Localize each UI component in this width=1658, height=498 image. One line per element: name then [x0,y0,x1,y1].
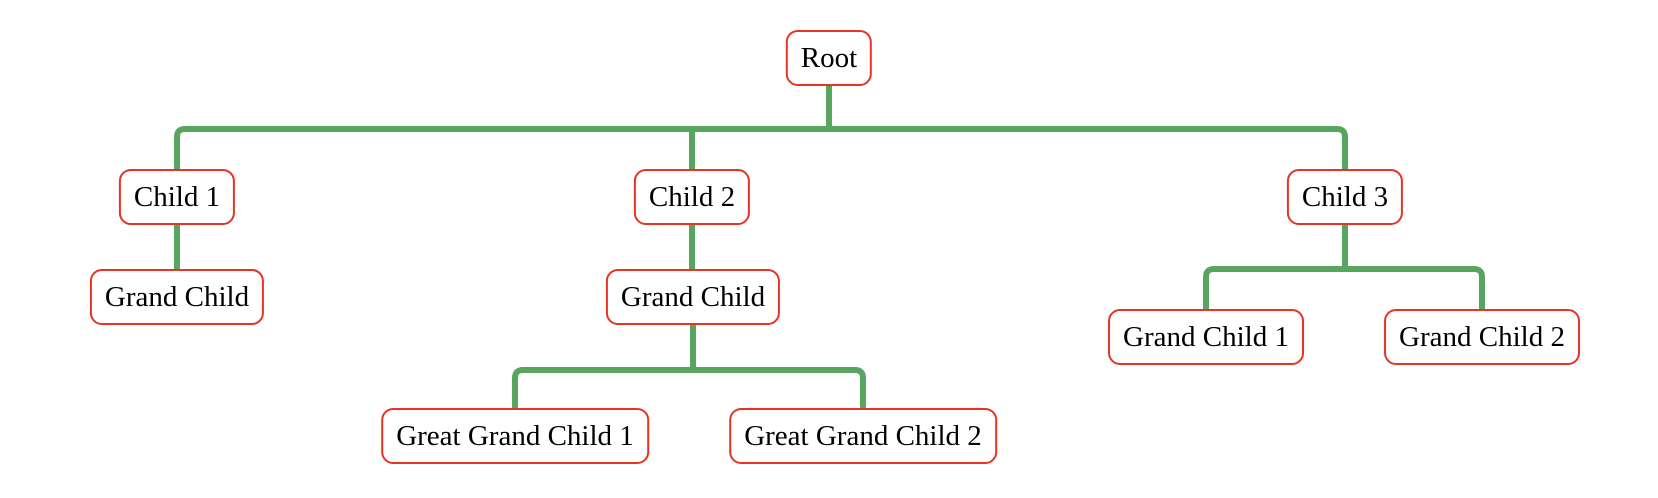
node-grand-child-2: Grand Child 2 [1384,309,1580,365]
node-child-3: Child 3 [1286,169,1404,225]
edge-greatgrand-bar [512,367,866,410]
edge-child3-children-bar [1203,266,1485,311]
node-great-grand-child-2: Great Grand Child 2 [729,408,997,464]
edge-root-children-bar [174,126,1348,171]
node-grand-child-1: Grand Child 1 [1108,309,1304,365]
node-child-1: Child 1 [118,169,236,225]
node-grand-child-of-2: Grand Child [605,269,781,325]
node-root: Root [785,30,873,86]
node-grand-child-of-1: Grand Child [89,269,265,325]
node-child-2: Child 2 [633,169,751,225]
node-great-grand-child-1: Great Grand Child 1 [381,408,649,464]
